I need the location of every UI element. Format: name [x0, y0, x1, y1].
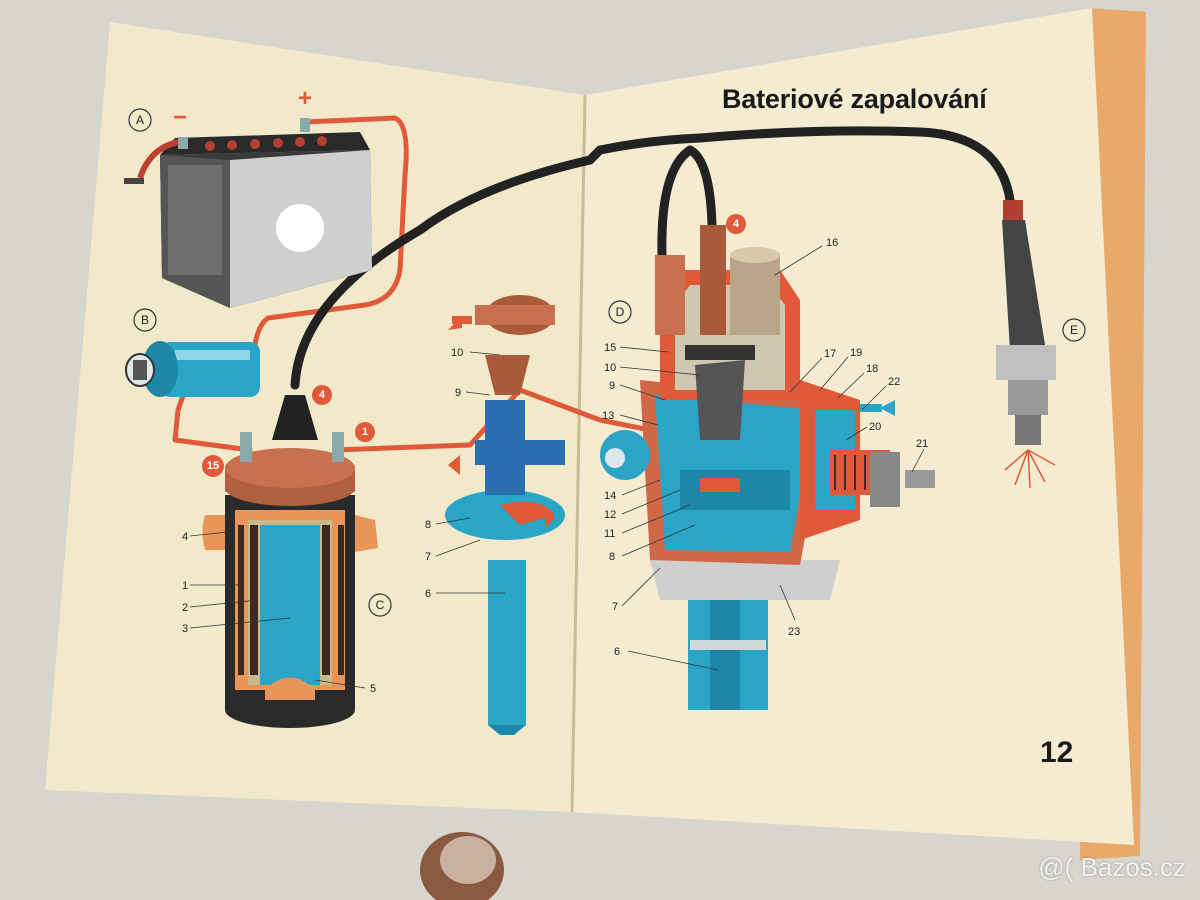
marker-d: D: [616, 305, 625, 319]
dist-part-7: 7: [612, 601, 618, 613]
dist-part-19: 19: [850, 347, 862, 359]
breaker-part-8: 8: [425, 519, 431, 531]
dist-part-10: 10: [604, 362, 616, 374]
ignition-switch-illustration: [125, 341, 260, 397]
breaker-part-9: 9: [455, 387, 461, 399]
terminal-15: 15: [207, 460, 219, 472]
marker-b: B: [141, 313, 149, 327]
breaker-part-labels: 10 9 8 7 6: [425, 347, 505, 600]
component-markers: A B C D E: [128, 108, 1086, 617]
marker-e: E: [1070, 323, 1078, 337]
dist-part-8: 8: [609, 551, 615, 563]
dist-part-15: 15: [604, 342, 616, 354]
book-spine: [570, 94, 587, 813]
coil-part-5: 5: [370, 683, 376, 695]
dist-part-21: 21: [916, 438, 928, 450]
coil-part-1: 1: [182, 580, 188, 592]
page-title: Bateriové zapalování: [722, 84, 987, 114]
distributor-illustration: [600, 225, 935, 710]
dist-part-13: 13: [602, 410, 614, 422]
breaker-assembly-illustration: [445, 295, 565, 735]
terminal-4-distributor: 4: [733, 218, 740, 230]
distributor-part-labels: 16 15 10 9 13 14 12 11 8 7 6 17 19 18 22…: [602, 237, 928, 671]
dist-part-11: 11: [604, 528, 615, 540]
dist-part-6: 6: [614, 646, 620, 658]
coil-part-labels: 4 1 2 3 5: [182, 531, 376, 695]
spark-plug-illustration: [996, 200, 1056, 489]
dist-part-14: 14: [604, 490, 616, 502]
battery-plus-sign: +: [298, 85, 312, 112]
finger: [420, 832, 504, 900]
battery-illustration: [124, 118, 372, 308]
breaker-part-7: 7: [425, 551, 431, 563]
breaker-part-10: 10: [451, 347, 463, 359]
coil-part-4: 4: [182, 531, 188, 543]
dist-part-9: 9: [609, 380, 615, 392]
terminal-4-coil: 4: [319, 389, 326, 401]
terminal-markers: 4 1 15 4: [202, 214, 746, 477]
dist-part-16: 16: [826, 237, 838, 249]
battery-minus-sign: −: [173, 104, 187, 131]
dist-part-23: 23: [788, 626, 800, 638]
dist-part-17: 17: [824, 348, 836, 360]
marker-c: C: [376, 598, 385, 612]
coil-part-3: 3: [182, 623, 188, 635]
battery-terminal-signs: − +: [173, 85, 312, 131]
high-tension-cable: [290, 126, 1015, 390]
breaker-part-6: 6: [425, 588, 431, 600]
terminal-1: 1: [362, 426, 368, 438]
ignition-coil-illustration: [202, 395, 378, 728]
page-number: 12: [1040, 736, 1074, 769]
dist-part-12: 12: [604, 509, 616, 521]
dist-part-20: 20: [869, 421, 881, 433]
watermark: @( Bazos.cz: [1038, 852, 1186, 882]
dist-part-18: 18: [866, 363, 878, 375]
coil-part-2: 2: [182, 602, 188, 614]
dist-part-22: 22: [888, 376, 900, 388]
marker-a: A: [136, 113, 144, 127]
